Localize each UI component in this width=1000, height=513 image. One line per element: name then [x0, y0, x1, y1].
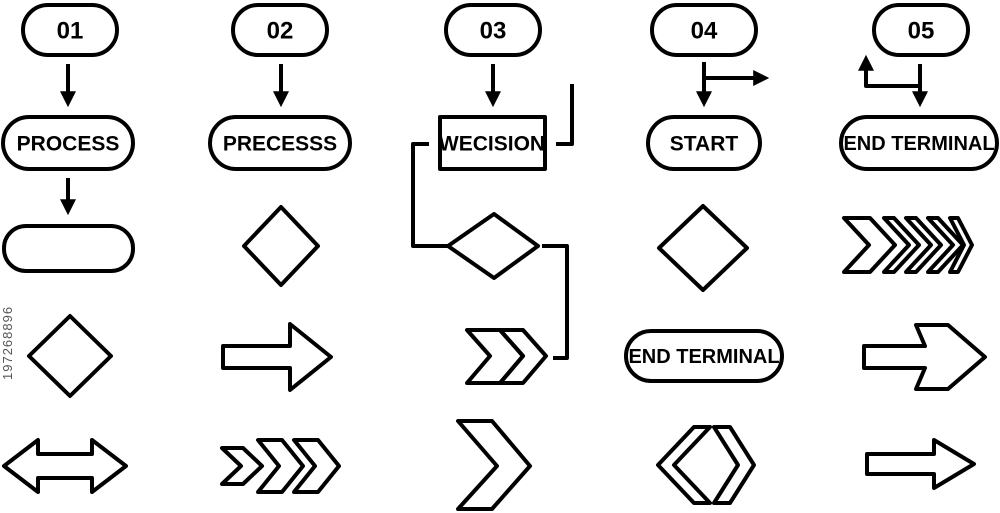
column-4: 04 START END TERMINAL [624, 3, 784, 505]
number-pill-5 [872, 3, 970, 57]
blank-terminal [2, 224, 135, 273]
wecision-process-box [438, 115, 547, 171]
process-terminal [1, 115, 135, 171]
column-2: 02 PRECESSS [208, 3, 352, 494]
start-terminal [646, 115, 762, 171]
column-5: 05 END TERMINAL [839, 3, 999, 490]
decision-diamond-4 [657, 204, 749, 292]
column-1: 01 PROCESS [1, 3, 135, 494]
start-label: START [670, 133, 739, 156]
large-chevron-icon [456, 419, 532, 511]
number-pill-1 [21, 3, 119, 57]
end-terminal-5 [839, 115, 999, 171]
right-arrow-icon-2 [221, 322, 333, 392]
end-terminal-label-4: END TERMINAL [628, 346, 779, 368]
double-arrow-icon [2, 438, 128, 494]
end-terminal-4 [624, 329, 784, 383]
decision-diamond-2 [242, 205, 320, 287]
process-label: PROCESS [17, 133, 120, 156]
column-3: 03 WECISION [411, 3, 574, 511]
decision-diamond-3 [446, 212, 540, 280]
decision-diamond-1 [27, 314, 113, 398]
connector-right-top [556, 84, 574, 146]
branch-up-arrow-5 [858, 54, 922, 88]
right-arrow-icon-5 [865, 438, 976, 490]
number-pill-2 [231, 3, 329, 57]
bracket-chevrons-icon [656, 425, 756, 505]
double-chevron-icon-3 [465, 328, 548, 385]
number-label-3: 03 [480, 18, 507, 45]
connector-right-bottom [542, 244, 569, 360]
triple-chevron-icon-2 [220, 438, 341, 494]
number-label-5: 05 [908, 18, 935, 45]
multi-chevron-icon-5 [842, 216, 974, 274]
precesss-label: PRECESSS [223, 133, 337, 156]
stock-id-watermark: 197268896 [0, 305, 15, 380]
connector-left [411, 142, 448, 248]
end-terminal-label-5: END TERMINAL [843, 133, 994, 155]
precesss-terminal [208, 115, 352, 171]
notched-right-arrow-icon [862, 323, 987, 391]
number-pill-3 [444, 3, 542, 57]
number-label-2: 02 [267, 18, 294, 45]
wecision-label: WECISION [439, 133, 545, 156]
number-label-1: 01 [57, 18, 84, 45]
number-pill-4 [650, 3, 758, 57]
number-label-4: 04 [691, 18, 718, 45]
